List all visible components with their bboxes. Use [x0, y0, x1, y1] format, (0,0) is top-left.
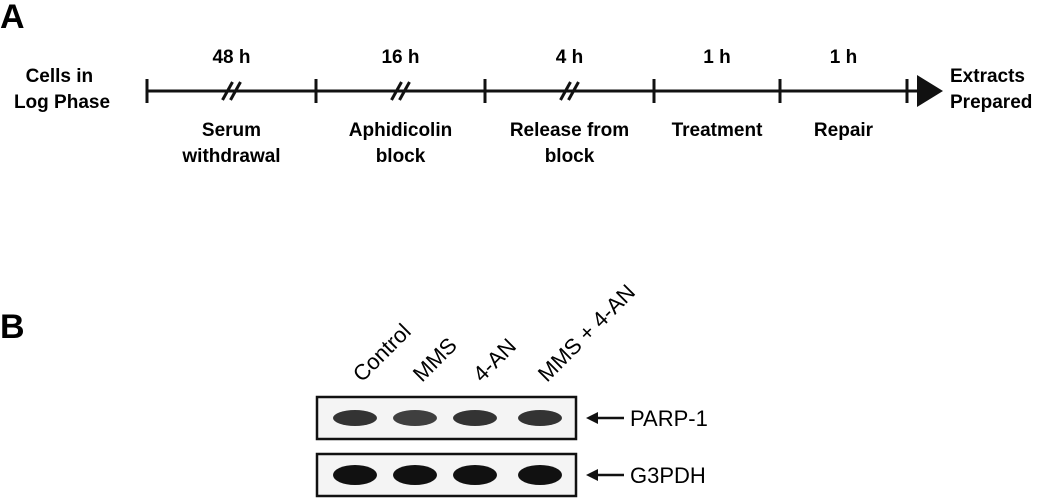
segment-label-line: block: [376, 146, 426, 167]
segment-duration: 1 h: [703, 47, 730, 68]
timeline-arrowhead: [917, 75, 943, 107]
segment-label-line: Treatment: [672, 120, 763, 141]
blot-band: [518, 465, 562, 485]
panel-a-letter: A: [0, 0, 25, 36]
segment-duration: 16 h: [381, 47, 419, 68]
panel-b-letter: B: [0, 308, 25, 346]
segment-label-line: Repair: [814, 120, 874, 141]
blot-g3pdh: G3PDH: [315, 452, 706, 498]
lane-label: MMS: [408, 333, 462, 387]
segment-duration: 48 h: [212, 47, 250, 68]
protein-label: G3PDH: [630, 463, 706, 488]
blot-band: [518, 410, 562, 426]
segment-label: Serum withdrawal: [181, 120, 280, 167]
start-label: Cells in Log Phase: [14, 66, 110, 113]
blot-band: [453, 410, 497, 426]
start-label-line-2: Log Phase: [14, 92, 110, 113]
start-label-line-1: Cells in: [26, 66, 94, 87]
axis-break-mark: [559, 81, 580, 101]
blot-band: [453, 465, 497, 485]
segment-duration: 1 h: [830, 47, 857, 68]
lane-label: Control: [348, 319, 416, 387]
lane-label: MMS + 4-AN: [533, 279, 640, 386]
blot-parp-1: PARP-1: [315, 395, 708, 441]
segment-label: Repair: [814, 120, 874, 141]
segment-label-line: Release from: [510, 120, 629, 141]
axis-break-mark: [221, 81, 242, 101]
end-label-line-2: Prepared: [950, 92, 1032, 113]
timeline: 48 h Serum withdrawal 16 h Aphidicolin block 4…: [145, 47, 918, 167]
segment-label-line: withdrawal: [181, 146, 280, 167]
segment-label: Aphidicolin block: [349, 120, 452, 167]
blot-band: [333, 465, 377, 485]
axis-break-mark: [390, 81, 411, 101]
arrowhead-icon: [586, 412, 598, 424]
segment-label: Treatment: [672, 120, 763, 141]
arrowhead-icon: [586, 469, 598, 481]
segment-label-line: Aphidicolin: [349, 120, 452, 141]
protein-label: PARP-1: [630, 406, 708, 431]
segment-duration: 4 h: [556, 47, 583, 68]
blot-band: [333, 410, 377, 426]
end-label: Extracts Prepared: [950, 66, 1032, 113]
segment-label-line: Serum: [202, 120, 261, 141]
segment-label: Release from block: [510, 120, 629, 167]
blot-band: [393, 410, 437, 426]
end-label-line-1: Extracts: [950, 66, 1025, 87]
lane-label: 4-AN: [468, 333, 521, 386]
segment-label-line: block: [545, 146, 595, 167]
blot-band: [393, 465, 437, 485]
